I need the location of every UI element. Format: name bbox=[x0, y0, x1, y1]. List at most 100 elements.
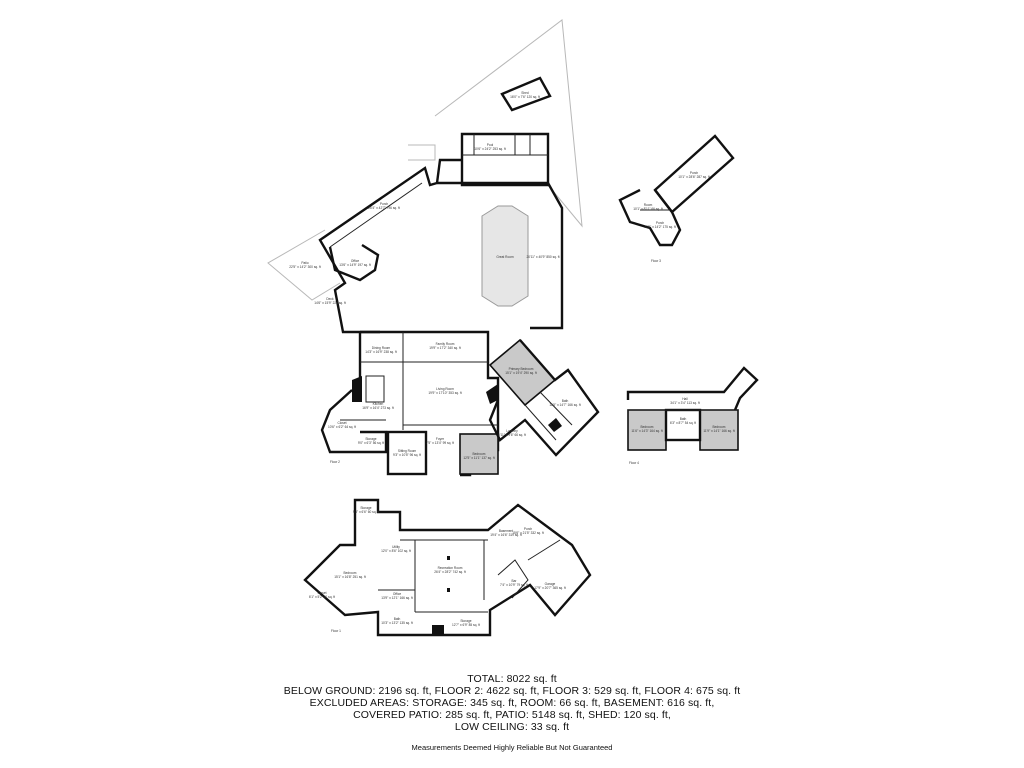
floor-1-plan bbox=[303, 498, 592, 637]
room-size: 12'5" x 14'2" 175 sq. ft bbox=[644, 225, 676, 229]
room-size: 17'9" x 20'7" 365 sq. ft bbox=[534, 586, 566, 590]
room-name: Sitting Room bbox=[398, 449, 417, 453]
room-size: 14'6" x 15'9" 224 sq. ft bbox=[314, 301, 346, 305]
room-size: 16'9" x 16'4" 273 sq. ft bbox=[362, 406, 394, 410]
room-size: 19'9" x 17'2" 340 sq. ft bbox=[429, 346, 461, 350]
room-size: 19'9" x 17'10" 353 sq. ft bbox=[428, 391, 461, 395]
room-size: 10'1" x 28'6" 287 sq. ft bbox=[678, 175, 710, 179]
room-name: Porch bbox=[690, 171, 699, 175]
porch-upper-outline bbox=[408, 144, 436, 161]
shed bbox=[500, 76, 552, 112]
kitchen-island bbox=[365, 375, 385, 403]
floor-1-fill bbox=[432, 625, 444, 635]
floor-2-label: Floor 2 bbox=[330, 460, 340, 464]
room-size: 22'5" x 14'2" 300 sq. ft bbox=[289, 265, 321, 269]
room-size: 10'6" x 24'2" 253 sq. ft bbox=[474, 147, 506, 151]
room-name: Bar bbox=[512, 579, 518, 583]
kitchen-wall-fill bbox=[352, 376, 362, 402]
room-name: Porch bbox=[656, 221, 665, 225]
floor-3-plan bbox=[618, 134, 735, 247]
porch-inner-wall bbox=[329, 182, 423, 248]
room-name: Bedroom bbox=[473, 452, 486, 456]
room-size: 6'1" x 5'2" 31 sq. ft bbox=[309, 595, 335, 599]
room-name: Hall bbox=[682, 397, 688, 401]
suite-fill bbox=[548, 418, 562, 432]
room-size: 13'9" x 12'1" 166 sq. ft bbox=[381, 596, 413, 600]
total-area: TOTAL: 8022 sq. ft bbox=[467, 673, 557, 685]
room-size: 26'4" x 42'7" 796 sq. ft bbox=[368, 206, 400, 210]
room-name: Kitchen bbox=[373, 402, 384, 406]
room-size: 9'0" x 6'3" 56 sq. ft bbox=[358, 441, 384, 445]
low-ceiling-area: LOW CEILING: 33 sq. ft bbox=[454, 721, 570, 733]
room-size: 12'0" x 8'6" 102 sq. ft bbox=[381, 549, 411, 553]
west-patio-outline bbox=[267, 229, 341, 301]
excluded-areas: EXCLUDED AREAS: STORAGE: 345 sq. ft, ROO… bbox=[309, 697, 715, 709]
room-name: Storage bbox=[365, 437, 376, 441]
area-summary: TOTAL: 8022 sq. ft BELOW GROUND: 2196 sq… bbox=[0, 673, 1024, 733]
room-size: 20'11" x 40'9" 850 sq. ft bbox=[526, 255, 559, 259]
room-name: Bedroom bbox=[641, 425, 654, 429]
room-size: 10'6" x 6'2" 64 sq. ft bbox=[328, 425, 356, 429]
room-size: 6'11" x 9'6" 66 sq. ft bbox=[498, 433, 526, 437]
room-name: Storage bbox=[460, 619, 471, 623]
patio-outline bbox=[434, 19, 583, 228]
floor-areas: BELOW GROUND: 2196 sq. ft, FLOOR 2: 4622… bbox=[283, 685, 741, 697]
floor-4-label: Floor 4 bbox=[629, 461, 639, 465]
room-name: Pool bbox=[487, 143, 494, 147]
floor-2-plan bbox=[267, 19, 600, 477]
room-size: 13'6" x 14'9" 197 sq. ft bbox=[339, 263, 371, 267]
west-bay bbox=[328, 243, 380, 282]
room-size: 10'1" x 8'11" 66 sq. ft bbox=[633, 207, 663, 211]
room-size: 15'6" x 21'5" 332 sq. ft bbox=[512, 531, 544, 535]
room-size: 9'3" x 6'6" 60 sq. ft bbox=[353, 510, 379, 514]
floor-4-hall bbox=[626, 366, 759, 411]
north-rooms bbox=[435, 132, 550, 187]
floor-4-bath bbox=[664, 408, 702, 442]
room-name: Porch bbox=[524, 527, 533, 531]
room-name: Closet bbox=[337, 421, 346, 425]
room-size: 11'6" x 14'3" 164 sq. ft bbox=[631, 429, 662, 433]
room-name: Foyer bbox=[436, 437, 445, 441]
room-name: Great Room bbox=[496, 255, 514, 259]
room-size: 9'3" x 10'5" 96 sq. ft bbox=[393, 453, 421, 457]
room-name: Basement bbox=[499, 529, 513, 533]
room-size: 11'9" x 14'1" 166 sq. ft bbox=[703, 429, 734, 433]
room-name: Storage bbox=[360, 506, 371, 510]
room-size: 12'5" x 11'1" 137 sq. ft bbox=[463, 456, 494, 460]
room-labels: Great Room 20'11" x 40'9" 850 sq. ft Por… bbox=[289, 91, 734, 627]
room-size: 16'0" x 7'6" 120 sq. ft bbox=[510, 95, 540, 99]
room-name: Shed bbox=[521, 91, 529, 95]
suite-divider-1 bbox=[524, 404, 557, 441]
great-room-walls bbox=[437, 181, 564, 330]
patio-areas: COVERED PATIO: 285 sq. ft, PATIO: 5148 s… bbox=[353, 709, 671, 721]
room-size: 14'3" x 16'9" 238 sq. ft bbox=[365, 350, 397, 354]
west-wing-walls bbox=[320, 389, 388, 454]
pool bbox=[481, 205, 529, 307]
column-2 bbox=[447, 588, 450, 592]
suite-fill-2 bbox=[486, 384, 498, 404]
room-name: Bath bbox=[562, 399, 569, 403]
room-size: 12'7" x 6'9" 85 sq. ft bbox=[452, 623, 480, 627]
room-name: Bedroom bbox=[344, 571, 357, 575]
room-name: Room bbox=[644, 203, 653, 207]
room-size: 11'5" x 14'7" 166 sq. ft bbox=[549, 403, 580, 407]
room-name: Family Room bbox=[436, 342, 455, 346]
room-size: 15'1" x 16'8" 251 sq. ft bbox=[334, 575, 366, 579]
room-name: Deck bbox=[326, 297, 334, 301]
garage-divider bbox=[527, 539, 561, 561]
suite-divider-2 bbox=[539, 391, 573, 426]
great-room-west-wall bbox=[318, 166, 438, 334]
room-name: Office bbox=[351, 259, 359, 263]
room-size: 7'5" x 13'4" 99 sq. ft bbox=[426, 441, 454, 445]
bedroom-excluded bbox=[459, 433, 499, 475]
room-name: Utility bbox=[392, 545, 400, 549]
room-name: Primary Bedroom bbox=[509, 367, 534, 371]
primary-suite-walls bbox=[488, 339, 600, 457]
room-name: Closet bbox=[317, 591, 326, 595]
disclaimer: Measurements Deemed Highly Reliable But … bbox=[411, 743, 613, 752]
room-size: 7'4" x 10'9" 79 sq. ft bbox=[500, 583, 528, 587]
room-size: 10'3" x 13'2" 135 sq. ft bbox=[381, 621, 413, 625]
room-name: Dining Room bbox=[372, 346, 391, 350]
room-name: Garage bbox=[545, 582, 556, 586]
